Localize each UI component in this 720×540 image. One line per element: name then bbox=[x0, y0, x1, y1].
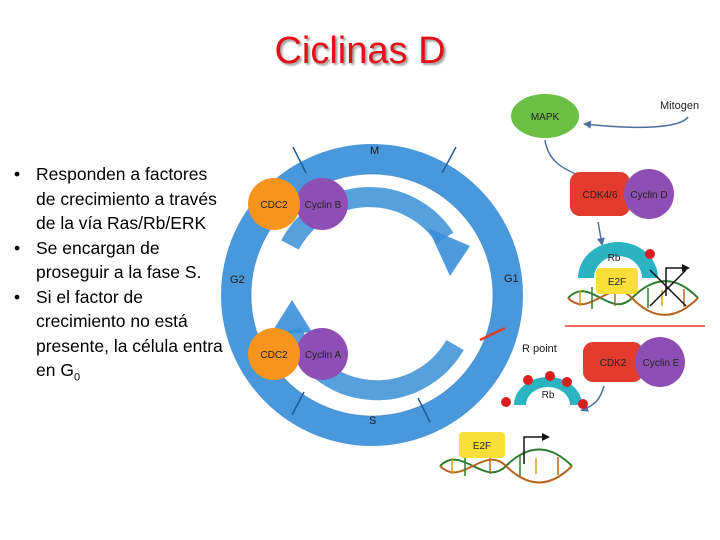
cyclin-e-label: Cyclin E bbox=[643, 358, 680, 369]
cyclin-a-circle bbox=[296, 328, 348, 380]
bullet-item: • Si el factor de crecimiento no está pre… bbox=[8, 285, 230, 391]
cdk2-label: CDK2 bbox=[600, 358, 627, 369]
cdc2-label-top: CDC2 bbox=[260, 200, 288, 211]
e2f-bottom-label: E2F bbox=[473, 441, 491, 452]
mapk-ellipse bbox=[511, 94, 579, 138]
cdk2-arrow bbox=[580, 385, 605, 412]
cyclin-b-label: Cyclin B bbox=[305, 200, 342, 211]
phase-divider bbox=[441, 146, 457, 174]
dna-helix-top bbox=[567, 280, 699, 316]
bullet-text: Responden a factores de crecimiento a tr… bbox=[36, 164, 217, 233]
phase-divider bbox=[291, 391, 305, 416]
bullet-list: • Responden a factores de crecimiento a t… bbox=[8, 162, 230, 390]
bullet-dot: • bbox=[14, 237, 21, 258]
bullet-dot: • bbox=[14, 286, 21, 307]
cyclin-a-label: Cyclin A bbox=[305, 350, 341, 361]
bullet-item: • Responden a factores de crecimiento a t… bbox=[8, 162, 230, 236]
blocked-transcription-x bbox=[649, 269, 687, 307]
phase-label-g1: G1 bbox=[504, 273, 519, 285]
rb-top-shape bbox=[578, 242, 658, 278]
transcription-arrow-top bbox=[665, 264, 690, 296]
slide-title: Ciclinas D bbox=[274, 30, 446, 72]
cdc2-circle-top bbox=[248, 178, 300, 230]
cdk46-arrow bbox=[596, 221, 605, 246]
bullet-text: Se encargan de proseguir a la fase S. bbox=[36, 237, 202, 283]
phosphate-dot bbox=[645, 249, 655, 259]
phosphate-dot bbox=[578, 399, 588, 409]
bullet-dot: • bbox=[14, 164, 21, 184]
bullet-text: Si el factor de crecimiento no está pres… bbox=[36, 286, 223, 381]
r-point-label: R point bbox=[522, 343, 557, 355]
cdc2-label-bottom: CDC2 bbox=[260, 350, 288, 361]
inner-arrow-top bbox=[281, 187, 454, 250]
cyclin-d-circle bbox=[624, 169, 674, 219]
ring-inner-edge bbox=[250, 173, 494, 417]
mitogen-arrow bbox=[583, 116, 689, 129]
rb-bottom-label: Rb bbox=[542, 390, 555, 401]
cdc2-circle-bottom bbox=[248, 328, 300, 380]
e2f-bottom-box bbox=[459, 432, 505, 458]
subscript-zero: 0 bbox=[73, 371, 81, 384]
phase-label-g2: G2 bbox=[230, 274, 245, 286]
cyclin-e-circle bbox=[635, 337, 685, 387]
e2f-top-box bbox=[596, 268, 638, 294]
r-point-mark bbox=[479, 326, 506, 342]
phase-divider bbox=[417, 397, 431, 423]
bullet-item: • Se encargan de proseguir a la fase S. bbox=[8, 236, 230, 285]
cyclin-d-label: Cyclin D bbox=[630, 190, 667, 201]
phosphate-dot bbox=[523, 375, 533, 385]
transcription-arrow-bottom bbox=[523, 433, 550, 464]
cdk46-label: CDK4/6 bbox=[582, 190, 617, 201]
e2f-top-label: E2F bbox=[608, 277, 626, 288]
phosphate-dot bbox=[501, 397, 511, 407]
inner-arrow-top-head bbox=[428, 228, 470, 276]
cdk46-box bbox=[570, 172, 630, 216]
inner-arrow-bottom-head bbox=[270, 300, 312, 335]
phase-divider bbox=[292, 146, 307, 174]
rb-top-label: Rb bbox=[608, 253, 621, 264]
mitogen-label: Mitogen bbox=[660, 100, 699, 112]
phosphate-dot bbox=[545, 371, 555, 381]
cyclin-b-circle bbox=[296, 178, 348, 230]
phase-label-s: S bbox=[369, 415, 376, 427]
phosphate-dot bbox=[562, 377, 572, 387]
dna-helix-bottom bbox=[439, 448, 573, 484]
mapk-label: MAPK bbox=[531, 112, 560, 123]
phase-label-m: M bbox=[370, 145, 379, 157]
cdk2-box bbox=[583, 342, 643, 382]
cell-cycle-ring bbox=[221, 144, 523, 446]
